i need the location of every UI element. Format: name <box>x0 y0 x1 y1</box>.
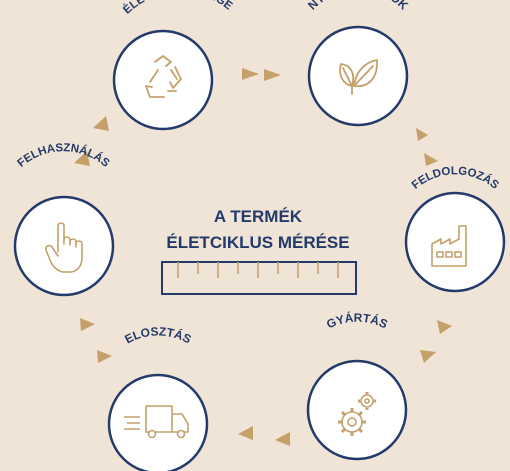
stage-label-usage: FELHASZNÁLÁS <box>15 142 111 170</box>
arrow-end-to-raw-1 <box>242 68 259 80</box>
delivery-truck-icon <box>124 405 189 439</box>
title-line-1: A TERMÉK <box>214 207 303 226</box>
stage-distribution: ELOSZTÁS <box>107 324 209 471</box>
stage-usage: FELHASZNÁLÁS <box>13 142 115 297</box>
arrow-raw-to-processing-1 <box>416 128 428 141</box>
recycle-icon <box>145 55 182 98</box>
arrow-use-to-end-1 <box>74 151 90 166</box>
arrow-dist-to-use-2 <box>80 318 95 331</box>
arrow-mfg-to-dist-2 <box>238 426 253 440</box>
title-line-2: ÉLETCIKLUS MÉRÉSE <box>166 233 349 252</box>
arrow-processing-to-mfg-1 <box>437 320 452 334</box>
ruler-icon <box>161 261 357 295</box>
stage-processing: FELDOLGOZÁS <box>404 165 506 293</box>
gears-icon <box>338 392 376 436</box>
arrow-end-to-raw-2 <box>264 69 281 81</box>
arrow-mfg-to-dist-1 <box>275 432 290 446</box>
stage-manufacturing: GYÁRTÁS <box>306 310 408 461</box>
stage-label-distribution: ELOSZTÁS <box>122 324 193 346</box>
stage-label-end-of-life: ÉLETTARTAM VÉGE <box>121 0 235 17</box>
stage-raw-materials: NYERSANYAGOK <box>305 0 411 127</box>
stage-label-processing: FELDOLGOZÁS <box>410 165 501 192</box>
center-title: A TERMÉK ÉLETCIKLUS MÉRÉSE <box>166 207 349 252</box>
flow-arrows <box>74 68 452 446</box>
stage-label-manufacturing: GYÁRTÁS <box>324 310 389 332</box>
arrow-processing-to-mfg-2 <box>420 350 436 363</box>
stage-end-of-life: ÉLETTARTAM VÉGE <box>112 0 235 131</box>
arrow-use-to-end-2 <box>93 116 109 131</box>
arrow-dist-to-use-1 <box>97 350 112 363</box>
leaves-icon <box>339 59 378 95</box>
pointing-hand-icon <box>45 222 83 273</box>
stage-label-raw-materials: NYERSANYAGOK <box>305 0 411 13</box>
arrow-raw-to-processing-2 <box>424 153 438 166</box>
factory-icon <box>431 225 467 267</box>
